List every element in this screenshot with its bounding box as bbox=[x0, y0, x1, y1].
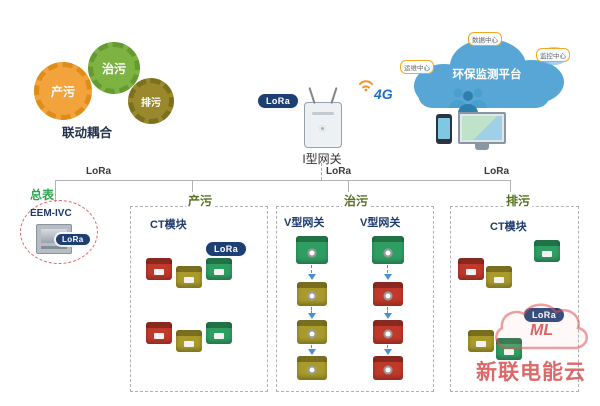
cloud-badge-datacenter: 数据中心 bbox=[468, 32, 502, 46]
arrow-down-icon bbox=[384, 307, 392, 319]
cloud-badge-ops: 运维中心 bbox=[400, 60, 434, 74]
meter-lora-badge: LoRa bbox=[56, 234, 90, 245]
ct-device-red bbox=[146, 322, 172, 344]
ct-sensor-red bbox=[373, 320, 403, 344]
gateway-label: I型网关 bbox=[302, 152, 342, 166]
watermark-brand: 新联电能云 bbox=[476, 361, 586, 384]
ct-device-red bbox=[146, 258, 172, 280]
produce-module-label: CT模块 bbox=[150, 219, 187, 231]
network-4g-label: 4G bbox=[374, 86, 393, 102]
ct-device-green bbox=[206, 258, 232, 280]
gateway-router-icon bbox=[304, 102, 342, 148]
bus-lora-right: LoRa bbox=[484, 166, 509, 177]
ct-sensor-red bbox=[373, 282, 403, 306]
vgateway-left-label: V型网关 bbox=[284, 217, 325, 229]
bus-lora-center: LoRa bbox=[326, 166, 351, 177]
ct-device-green bbox=[206, 322, 232, 344]
cloud-title: 环保监测平台 bbox=[452, 69, 522, 81]
bus-line bbox=[55, 180, 510, 181]
ct-device-yellow bbox=[176, 266, 202, 288]
vgateway-right-label: V型网关 bbox=[360, 217, 401, 229]
ct-device-yellow bbox=[176, 330, 202, 352]
gear-treat-icon: 治污 bbox=[88, 42, 140, 94]
discharge-lora-badge: LoRa bbox=[524, 308, 565, 322]
gear-produce-label: 产污 bbox=[50, 84, 75, 99]
arrow-down-icon bbox=[308, 345, 316, 355]
ct-device-red bbox=[458, 258, 484, 280]
gateway-lora-badge: LoRa bbox=[258, 94, 299, 108]
group-box-produce bbox=[130, 206, 268, 392]
group-treat-label: 治污 bbox=[342, 192, 371, 209]
ct-sensor-red bbox=[373, 356, 403, 380]
arrow-down-icon bbox=[308, 307, 316, 319]
gateway-drop-line bbox=[321, 163, 322, 180]
watermark-cloud-icon bbox=[495, 303, 588, 350]
meter-label: 总表 bbox=[30, 188, 55, 202]
discharge-module-label: CT模块 bbox=[490, 221, 527, 233]
smartphone-icon bbox=[436, 114, 452, 144]
group-produce-label: 产污 bbox=[186, 192, 215, 209]
ct-sensor-yellow bbox=[297, 282, 327, 306]
users-icon bbox=[449, 88, 487, 113]
group-box-discharge bbox=[450, 206, 579, 392]
router-led bbox=[319, 125, 326, 132]
arrow-down-icon bbox=[384, 345, 392, 355]
watermark-logo: ML bbox=[530, 322, 554, 339]
monitor-screen bbox=[462, 116, 502, 140]
gear-discharge-label: 排污 bbox=[141, 97, 161, 109]
gear-treat-label: 治污 bbox=[101, 61, 126, 76]
group-discharge-label: 排污 bbox=[504, 192, 533, 209]
ct-device-yellow bbox=[486, 266, 512, 288]
ct-device-yellow bbox=[468, 330, 494, 352]
produce-lora-badge: LoRa bbox=[206, 242, 247, 256]
arrow-down-icon bbox=[384, 265, 392, 280]
ct-sensor-yellow bbox=[297, 356, 327, 380]
v-gateway-device bbox=[296, 236, 328, 264]
meter-highlight-ellipse bbox=[20, 200, 98, 264]
gear-discharge-icon: 排污 bbox=[128, 78, 174, 124]
monitor-icon bbox=[458, 112, 506, 144]
bus-lora-left: LoRa bbox=[86, 166, 111, 177]
wifi-signal-icon bbox=[359, 80, 373, 92]
meter-device-label: EEM-IVC bbox=[30, 208, 72, 219]
arrow-down-icon bbox=[308, 265, 316, 280]
gear-produce-icon: 产污 bbox=[34, 62, 92, 120]
legend-caption: 联动耦合 bbox=[62, 126, 113, 140]
riser-meter bbox=[55, 180, 56, 202]
v-gateway-device bbox=[372, 236, 404, 264]
ct-device-green bbox=[534, 240, 560, 262]
ct-sensor-yellow bbox=[297, 320, 327, 344]
router-slot bbox=[312, 112, 334, 115]
cloud-badge-monitor: 监控中心 bbox=[536, 48, 570, 62]
smartphone-screen bbox=[438, 118, 450, 139]
